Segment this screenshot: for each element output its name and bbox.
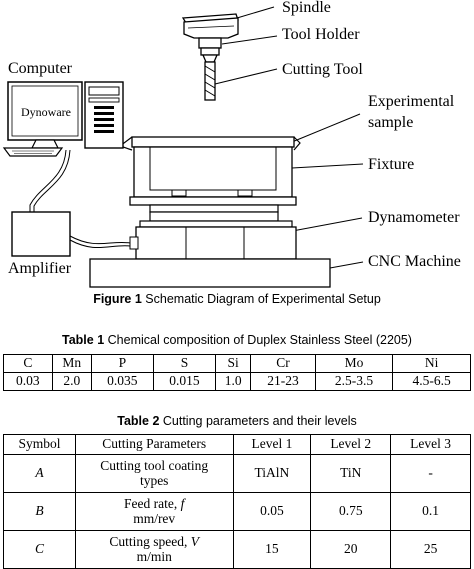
parameter-unit: mm/rev — [133, 510, 176, 526]
table1-caption-label: Table 1 — [62, 333, 105, 347]
dynamometer-drawing — [129, 204, 297, 260]
table2-caption-text: Cutting parameters and their levels — [159, 414, 357, 428]
table-cell: 2.5-3.5 — [314, 372, 394, 391]
cnc-machine-drawing — [89, 258, 331, 288]
label-cnc-machine: CNC Machine — [368, 253, 461, 270]
label-experimental-sample-2: sample — [368, 114, 414, 131]
table-cell: 2.0 — [51, 372, 92, 391]
level2-cell: 20 — [310, 530, 392, 569]
table-header-cell: Level 3 — [390, 434, 471, 455]
level1-cell: TiAlN — [232, 454, 312, 493]
label-cutting-tool: Cutting Tool — [282, 61, 363, 78]
level3-cell: 25 — [390, 530, 471, 569]
table2-caption-label: Table 2 — [117, 414, 160, 428]
symbol-cell: C — [3, 530, 76, 569]
label-dynoware: Dynoware — [21, 105, 71, 119]
label-experimental-sample-1: Experimental — [368, 93, 455, 110]
table-header-cell: Symbol — [3, 434, 76, 455]
label-fixture: Fixture — [368, 156, 415, 173]
table-header-cell: S — [152, 354, 216, 373]
table-cell: 0.015 — [152, 372, 216, 391]
table-header-cell: Level 1 — [232, 434, 312, 455]
cutting-tool-drawing — [204, 61, 216, 101]
parameter-variable: V — [190, 534, 199, 550]
cutting-parameters-table: Symbol Cutting Parameters Level 1 Level … — [3, 434, 471, 569]
fixture-drawing — [129, 146, 297, 206]
parameter-name: Cutting speed, — [109, 534, 191, 550]
level2-cell: TiN — [310, 454, 392, 493]
table-header-cell: Level 2 — [310, 434, 392, 455]
table1-caption: Table 1 Chemical composition of Duplex S… — [0, 333, 474, 347]
level1-cell: 15 — [232, 530, 312, 569]
table1-caption-text: Chemical composition of Duplex Stainless… — [104, 333, 412, 347]
table-header-row: C Mn P S Si Cr Mo Ni — [3, 354, 471, 373]
table-header-cell: Si — [214, 354, 252, 373]
level1-cell: 0.05 — [232, 492, 312, 531]
figure-caption: Figure 1 Schematic Diagram of Experiment… — [0, 292, 474, 306]
table-header-row: Symbol Cutting Parameters Level 1 Level … — [3, 434, 471, 455]
table-cell: 21-23 — [250, 372, 316, 391]
table-header-cell: Cutting Parameters — [74, 434, 234, 455]
label-amplifier: Amplifier — [8, 260, 72, 277]
table-header-cell: Mn — [51, 354, 92, 373]
table-row: 0.03 2.0 0.035 0.015 1.0 21-23 2.5-3.5 4… — [3, 372, 471, 391]
level3-cell: - — [390, 454, 471, 493]
table-header-cell: Ni — [392, 354, 471, 373]
level3-cell: 0.1 — [390, 492, 471, 531]
table-header-cell: C — [3, 354, 53, 373]
level2-cell: 0.75 — [310, 492, 392, 531]
parameter-unit: types — [139, 472, 169, 488]
tool-holder-drawing — [198, 37, 222, 63]
label-spindle: Spindle — [282, 0, 331, 16]
chemical-composition-table: C Mn P S Si Cr Mo Ni 0.03 2.0 0.035 0.01… — [3, 354, 471, 391]
table-cell: 1.0 — [214, 372, 252, 391]
experimental-setup-schematic — [2, 6, 364, 288]
label-tool-holder: Tool Holder — [282, 26, 360, 43]
parameter-name: Cutting tool coating — [100, 458, 209, 474]
table-header-cell: Mo — [314, 354, 394, 373]
symbol-cell: B — [3, 492, 76, 531]
table-cell: 0.03 — [3, 372, 53, 391]
amplifier-drawing — [11, 211, 71, 257]
table-header-cell: P — [90, 354, 154, 373]
computer-drawing — [2, 81, 124, 157]
parameter-unit: m/min — [136, 548, 172, 564]
figure-caption-text: Schematic Diagram of Experimental Setup — [141, 292, 381, 306]
symbol-cell: A — [3, 454, 76, 493]
table-header-cell: Cr — [250, 354, 316, 373]
figure-caption-label: Figure 1 — [93, 292, 142, 306]
table-cell: 4.5-6.5 — [392, 372, 471, 391]
spindle-drawing — [181, 13, 239, 39]
parameter-variable: f — [180, 496, 185, 512]
table2-caption: Table 2 Cutting parameters and their lev… — [0, 414, 474, 428]
label-dynamometer: Dynamometer — [368, 209, 460, 226]
parameter-name: Feed rate, — [124, 496, 181, 512]
label-computer: Computer — [8, 60, 72, 77]
table-cell: 0.035 — [90, 372, 154, 391]
